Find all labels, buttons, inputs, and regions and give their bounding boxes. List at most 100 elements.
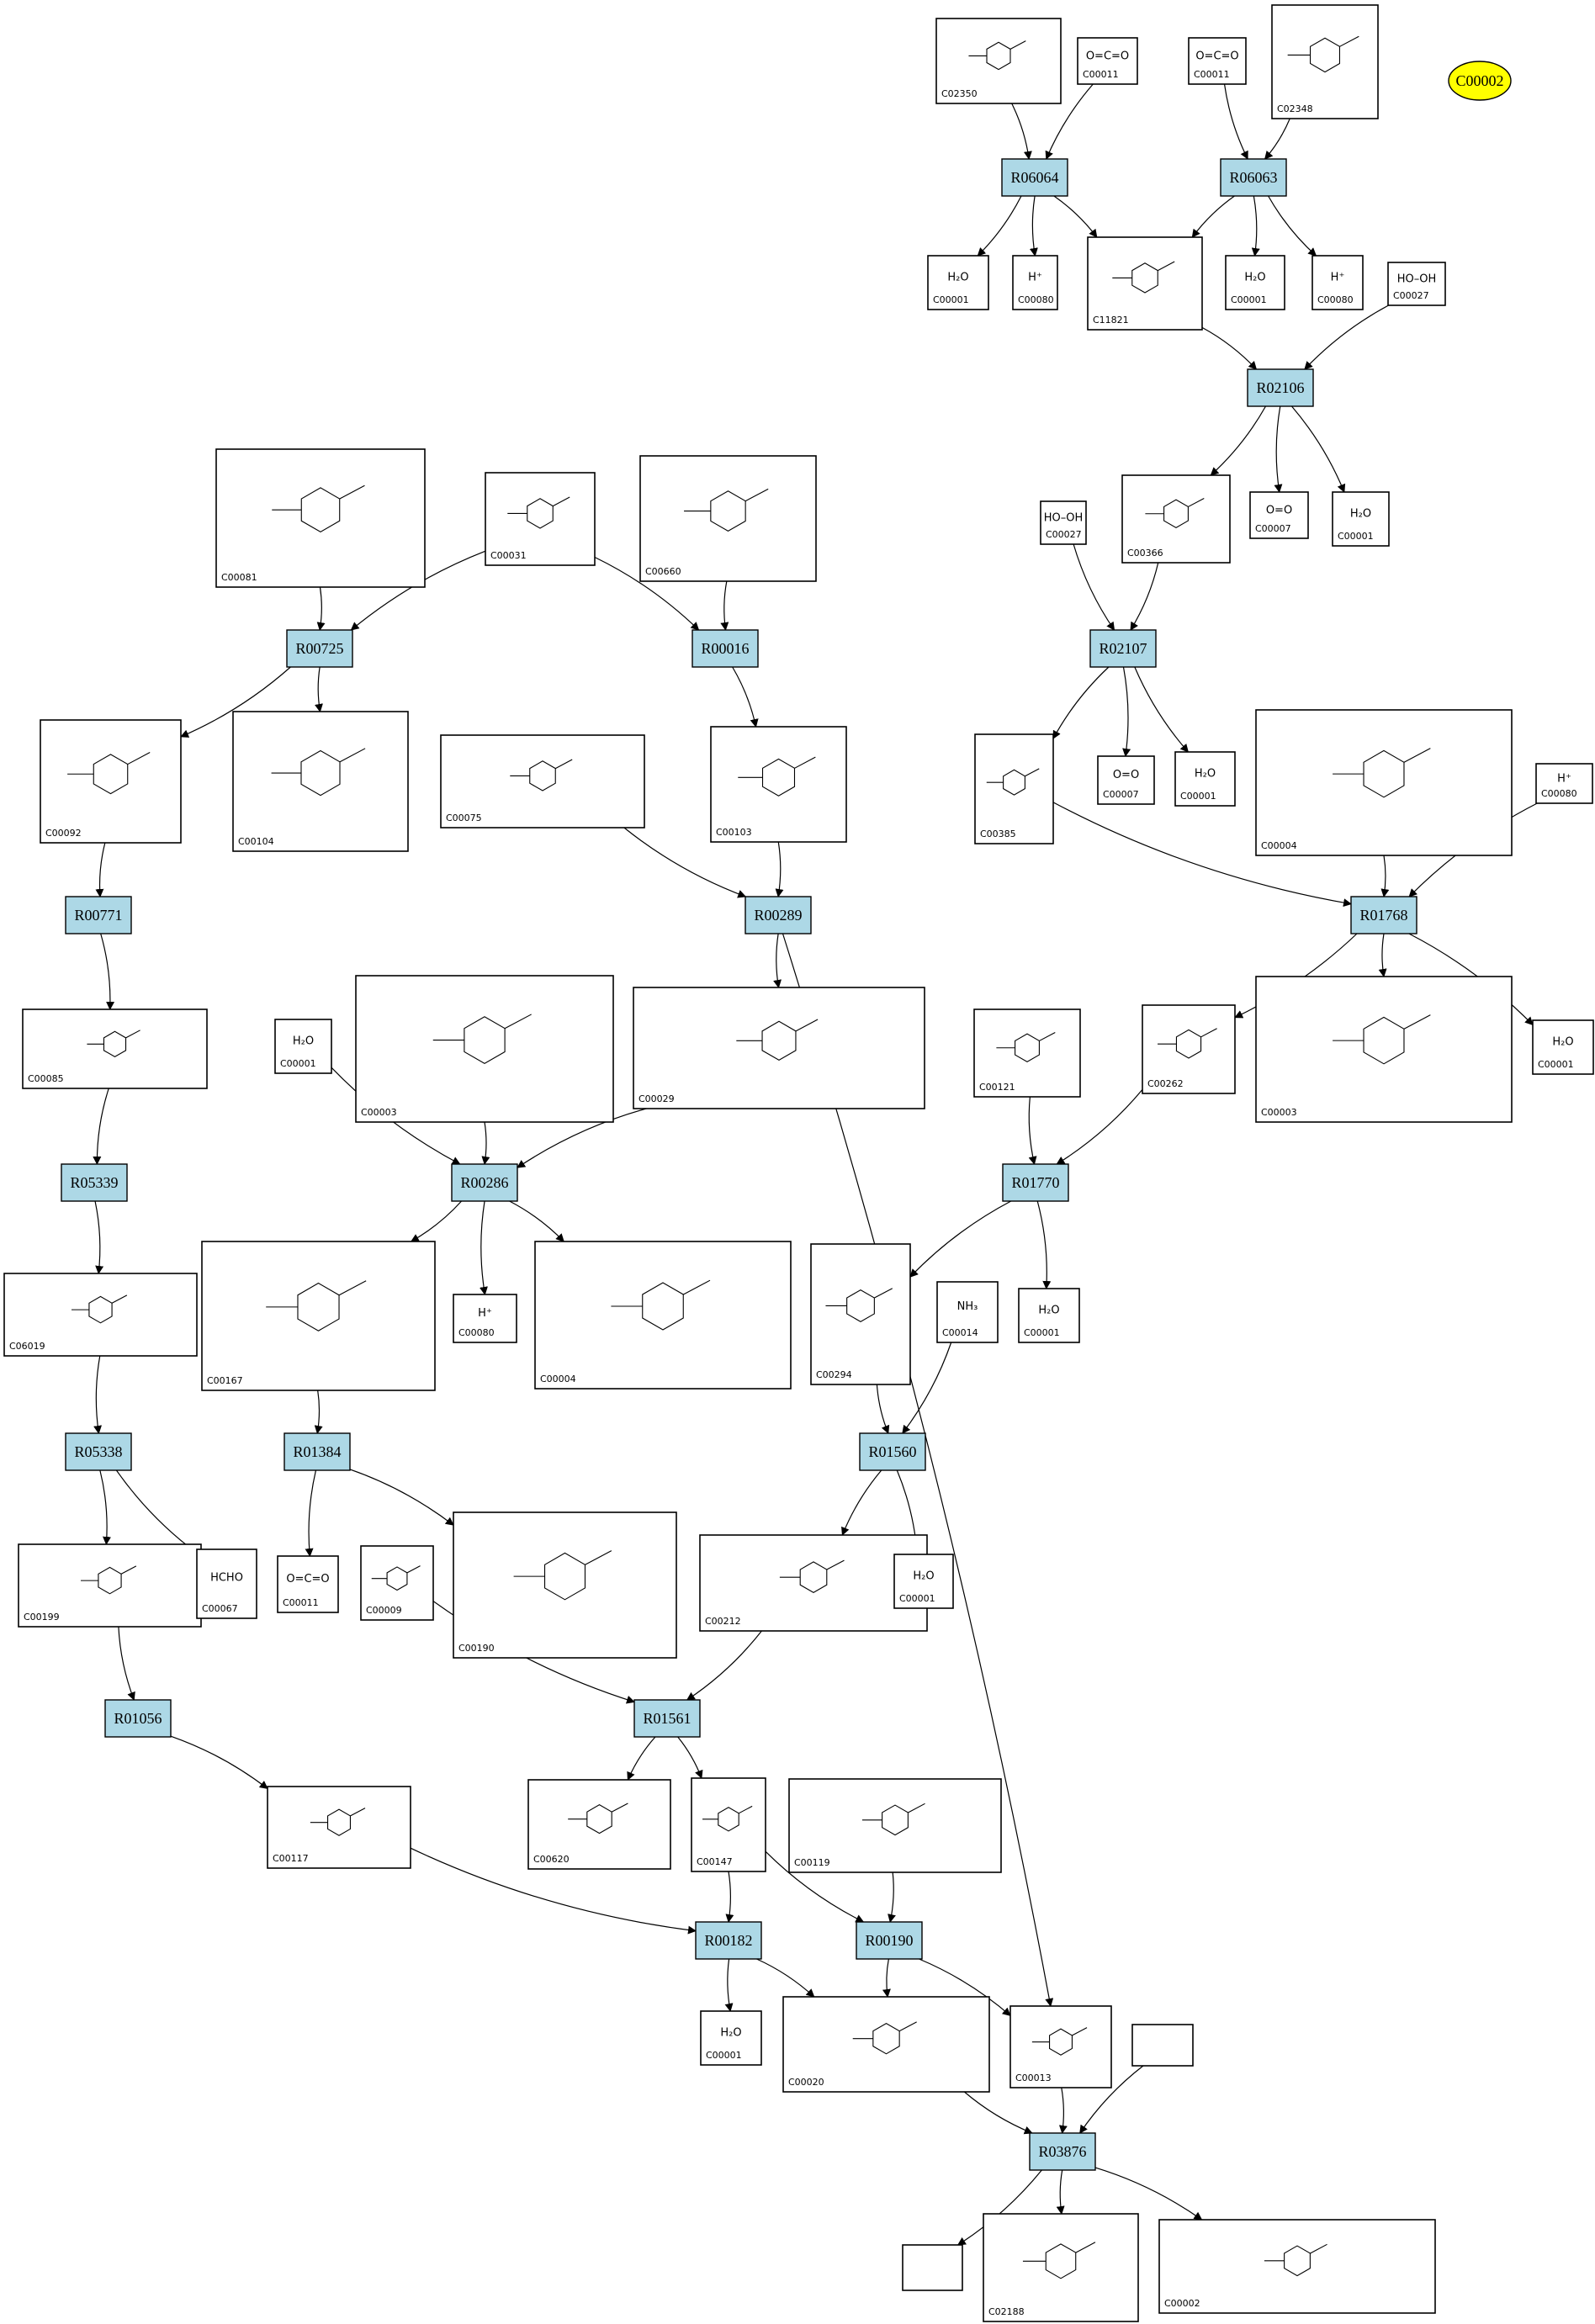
compound-node[interactable]: C00075 (440, 734, 645, 828)
compound-node[interactable] (1131, 2024, 1194, 2067)
compound-node[interactable]: C00031 (485, 472, 596, 566)
compound-node[interactable] (902, 2244, 963, 2291)
compound-formula: H₂O (1038, 1304, 1059, 1316)
compound-node[interactable]: C00212 (699, 1534, 928, 1632)
reaction-edge (1052, 666, 1110, 739)
compound-node[interactable]: C00081 (215, 448, 426, 588)
reaction-node[interactable]: R01561 (633, 1699, 701, 1738)
structure-ring (799, 1561, 828, 1594)
compound-node[interactable]: C00620 (527, 1779, 671, 1870)
compound-node[interactable]: C00167 (201, 1241, 436, 1391)
compound-node[interactable]: H⁺C00080 (1012, 255, 1058, 310)
compound-formula: NH₃ (957, 1300, 978, 1313)
compound-formula: H⁺ (1331, 271, 1345, 283)
compound-id-label: C00003 (361, 1107, 397, 1118)
reaction-edge (1251, 195, 1260, 257)
compound-node[interactable]: C00190 (453, 1511, 677, 1659)
compound-node[interactable]: C00003 (1255, 976, 1513, 1123)
reaction-node[interactable]: R06064 (1001, 158, 1068, 197)
compound-node[interactable]: C00020 (782, 1996, 990, 2093)
compound-node[interactable]: C00294 (810, 1243, 911, 1385)
reaction-edge (919, 1958, 1011, 2016)
reaction-node[interactable]: R01560 (859, 1432, 926, 1471)
compound-node[interactable]: C00004 (1255, 709, 1513, 856)
compound-node[interactable]: C00009 (360, 1545, 434, 1621)
compound-id-label: C00001 (1024, 1327, 1060, 1338)
compound-node[interactable]: C00385 (974, 733, 1054, 844)
reaction-node[interactable]: R01770 (1002, 1163, 1069, 1202)
reaction-node[interactable]: R02107 (1089, 629, 1157, 668)
reaction-node[interactable]: R00016 (692, 629, 759, 668)
reaction-node[interactable]: R00725 (286, 629, 353, 668)
compound-node[interactable]: C00104 (232, 711, 409, 852)
reaction-node[interactable]: R00190 (856, 1921, 923, 1960)
reaction-id-label: R00771 (74, 907, 122, 924)
compound-node[interactable]: C00002 (1158, 2219, 1436, 2314)
structure-ring (386, 1566, 408, 1591)
reaction-node[interactable]: R03876 (1029, 2132, 1096, 2171)
compound-node[interactable]: C00199 (18, 1543, 202, 1628)
compound-node[interactable]: C00092 (40, 719, 182, 844)
compound-node[interactable]: C00117 (267, 1786, 411, 1869)
compound-node[interactable]: H₂O C00001 (1018, 1288, 1080, 1343)
compound-node[interactable]: C00029 (633, 987, 925, 1109)
reaction-node[interactable]: R00289 (745, 896, 812, 934)
compound-node[interactable]: H⁺C00080 (1535, 763, 1593, 804)
compound-node[interactable]: C02350 (935, 18, 1062, 104)
compound-node[interactable]: C00085 (22, 1008, 208, 1089)
compound-id-label: C00190 (458, 1643, 495, 1654)
structure-bond (120, 1565, 137, 1575)
reaction-node[interactable]: R00182 (695, 1921, 762, 1960)
compound-node[interactable]: C00121 (973, 1008, 1081, 1098)
structure-ring (718, 1807, 739, 1832)
compound-node[interactable]: C00147 (691, 1777, 766, 1872)
reaction-node[interactable]: R05339 (61, 1163, 128, 1202)
reaction-node[interactable]: R01384 (283, 1432, 351, 1471)
highlighted-compound[interactable]: C00002 (1448, 61, 1512, 101)
compound-node[interactable]: C02348 (1271, 4, 1379, 119)
compound-id-label: C00007 (1255, 523, 1291, 534)
compound-node[interactable]: C00004 (534, 1241, 792, 1390)
compound-node[interactable]: C00119 (788, 1778, 1002, 1873)
reaction-node[interactable]: R00286 (451, 1163, 518, 1202)
compound-node[interactable]: C06019 (3, 1273, 198, 1357)
reaction-node[interactable]: R01056 (104, 1699, 172, 1738)
compound-node[interactable]: H⁺C00080 (453, 1294, 517, 1343)
compound-node[interactable]: C00103 (710, 726, 847, 843)
reaction-node[interactable]: R05338 (65, 1432, 132, 1471)
compound-node[interactable]: C00003 (355, 975, 614, 1123)
structure-ring (327, 1808, 351, 1836)
compound-node[interactable]: C00013 (1009, 2005, 1112, 2088)
compound-node[interactable]: C11821 (1087, 236, 1203, 331)
compound-node[interactable]: H⁺C00080 (1312, 255, 1364, 310)
reaction-edge (756, 1958, 815, 1998)
reaction-edge (316, 586, 326, 631)
compound-node[interactable]: C00262 (1142, 1004, 1236, 1094)
compound-id-label: C00080 (1541, 788, 1577, 799)
compound-node[interactable]: C02188 (983, 2213, 1139, 2322)
reaction-node[interactable]: R01768 (1350, 896, 1417, 934)
compound-box (788, 1778, 1002, 1873)
reaction-node[interactable]: R06063 (1220, 158, 1287, 197)
reaction-node[interactable]: R00771 (65, 896, 132, 934)
compound-node[interactable]: C00660 (639, 455, 817, 582)
compound-node[interactable]: C00366 (1121, 474, 1231, 564)
reaction-node[interactable]: R02106 (1247, 368, 1314, 407)
